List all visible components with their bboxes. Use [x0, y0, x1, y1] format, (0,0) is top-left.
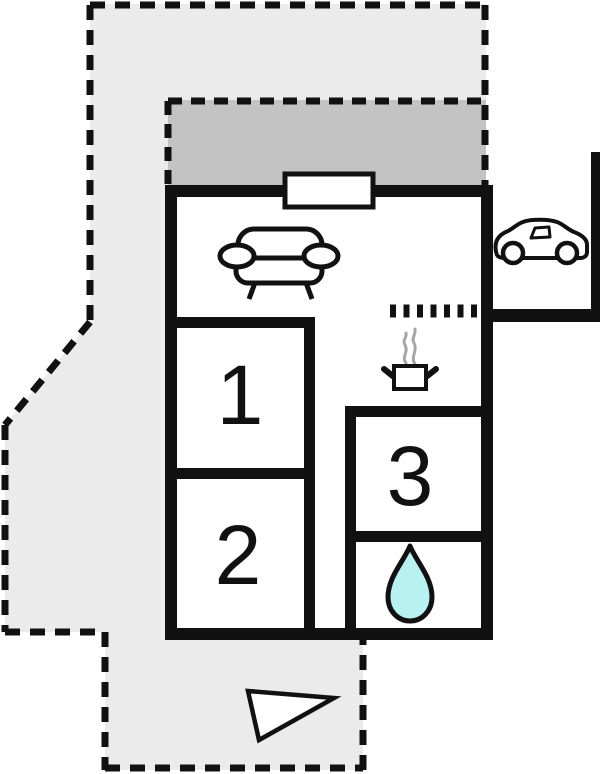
carport-wall-right [591, 152, 600, 322]
pot-body [392, 364, 428, 391]
sofa-icon [217, 226, 341, 300]
plot-boundary-dashed [1, 1, 489, 772]
wall-bottom [165, 628, 493, 640]
house-interior-walls [165, 317, 493, 640]
wall-room1-room2-divider [165, 468, 315, 479]
carport-wall-bottom [493, 309, 600, 322]
steam-line-right [411, 327, 417, 366]
steam-line-left [402, 331, 408, 365]
room-2-label: 2 [215, 508, 262, 602]
sofa-armrest-left [217, 242, 257, 270]
car-window [529, 225, 552, 240]
carport-walls [493, 152, 600, 322]
wall-room3-left [345, 406, 356, 640]
terrace-boundary-dashed [164, 97, 486, 186]
room-1-label: 1 [217, 348, 264, 442]
sofa-seat [233, 255, 325, 286]
sofa-armrest-right [301, 242, 341, 270]
car-wheel-left [500, 240, 526, 266]
water-drop-icon [385, 543, 435, 624]
car-wheel-right [554, 240, 580, 266]
wall-room3-bath-divider [345, 531, 493, 542]
window [282, 171, 376, 210]
car-icon [493, 217, 589, 266]
wall-room1-top [165, 317, 315, 328]
room-3-label: 3 [387, 429, 434, 523]
wall-left [165, 185, 177, 640]
wall-room3-top [345, 406, 493, 417]
plot-boundary-diagonal [2, 319, 93, 428]
cooking-pot-icon [381, 327, 439, 391]
direction-arrow-icon [245, 688, 342, 744]
